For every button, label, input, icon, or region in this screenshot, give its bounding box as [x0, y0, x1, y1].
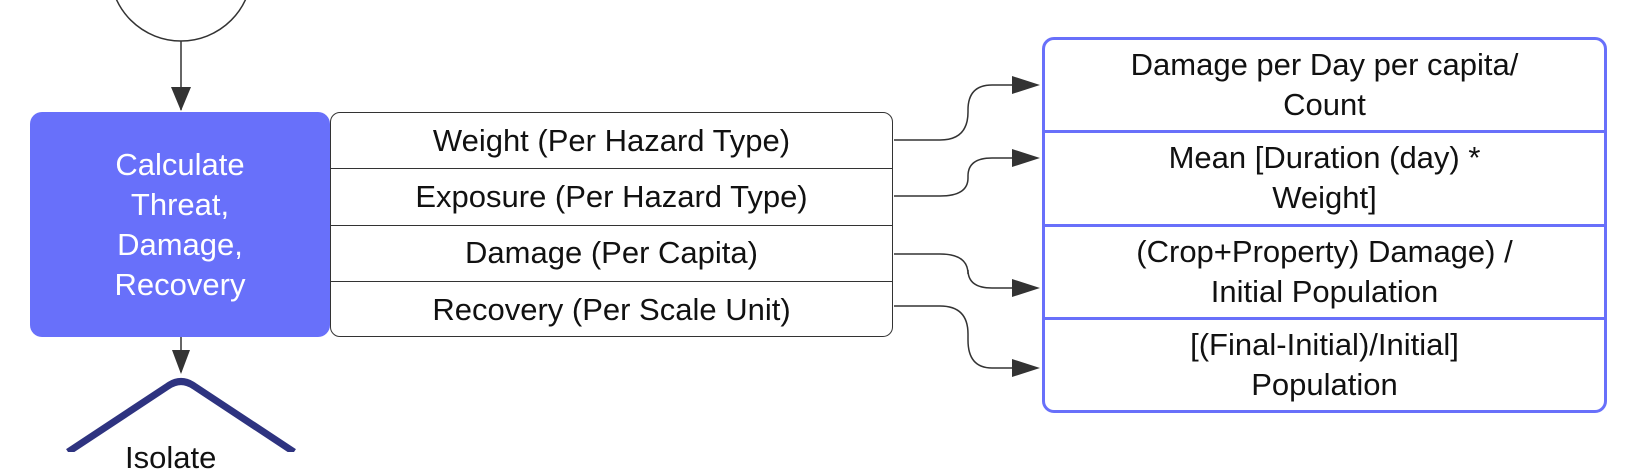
- start-terminal: [115, 0, 247, 42]
- connector-weight-arrowhead: [1012, 76, 1040, 94]
- metric-row-recovery[interactable]: Recovery (Per Scale Unit): [432, 291, 791, 327]
- metric-row-weight[interactable]: Weight (Per Hazard Type): [331, 113, 892, 170]
- calculate-process-box[interactable]: Calculate Threat, Damage, Recovery: [30, 112, 330, 337]
- formula-row-weight[interactable]: Damage per Day per capita/ Count: [1045, 40, 1604, 134]
- decision-diamond: [66, 378, 296, 452]
- formula-row-damage[interactable]: (Crop+Property) Damage) / Initial Popula…: [1045, 227, 1604, 320]
- connectors-layer: [66, 0, 1040, 452]
- formula-row-exposure[interactable]: Mean [Duration (day) * Weight]: [1045, 133, 1604, 227]
- terminal-to-process-arrowhead: [171, 87, 191, 111]
- metric-row-damage[interactable]: Damage (Per Capita): [331, 226, 892, 282]
- connector-damage: [894, 253, 1036, 289]
- metric-list: Weight (Per Hazard Type) Exposure (Per H…: [330, 112, 893, 337]
- connector-recovery-arrowhead: [1012, 359, 1040, 377]
- formula-row-recovery[interactable]: [(Final-Initial)/Initial] Population: [1190, 327, 1459, 403]
- connector-exposure: [894, 157, 1036, 197]
- connector-weight: [894, 84, 1036, 141]
- metric-row-exposure[interactable]: Exposure (Per Hazard Type): [331, 169, 892, 226]
- connector-exposure-arrowhead: [1012, 149, 1040, 167]
- connector-recovery: [894, 305, 1036, 369]
- decision-label: Isolate: [125, 440, 217, 475]
- formula-list: Damage per Day per capita/ Count Mean [D…: [1042, 37, 1607, 413]
- connector-damage-arrowhead: [1012, 279, 1040, 297]
- process-label: Calculate Threat, Damage, Recovery: [114, 146, 246, 302]
- process-to-decision-arrowhead: [172, 350, 190, 374]
